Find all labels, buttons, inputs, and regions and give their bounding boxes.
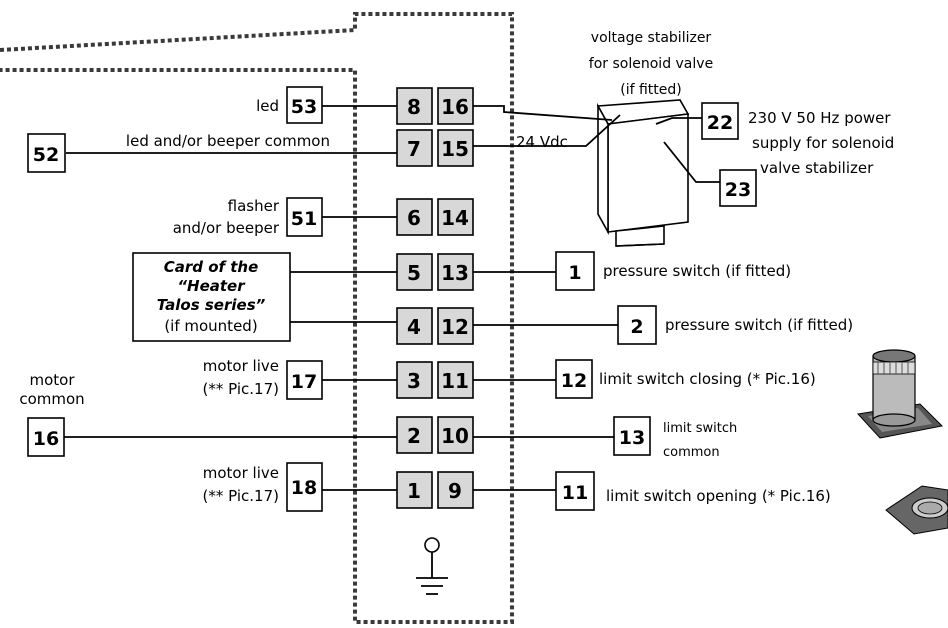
box-23-label: 23: [725, 179, 751, 201]
stabilizer-wires: [473, 105, 720, 183]
terminal-9: [437, 471, 474, 509]
box-53: [286, 86, 323, 124]
box-1-label: 1: [568, 262, 581, 284]
terminal-label-12: 12: [441, 315, 469, 339]
terminal-label-11: 11: [441, 369, 469, 393]
terminal-label-14: 14: [441, 206, 469, 230]
label-motor-common-1: motor: [29, 371, 75, 389]
terminal-11: [437, 361, 474, 399]
box-2: [617, 305, 657, 345]
terminal-2: [396, 416, 433, 454]
box-52-label: 52: [33, 144, 59, 166]
terminal-13: [437, 253, 474, 291]
power-label-1: 230 V 50 Hz power: [748, 109, 891, 127]
box-22: [701, 102, 739, 140]
label-led-common: led and/or beeper common: [126, 132, 330, 150]
box-17-label: 17: [291, 371, 317, 393]
box-13: [613, 416, 651, 456]
label-motor-common-2: common: [19, 390, 84, 408]
box-2-label: 2: [630, 316, 643, 338]
bollard-lowered-icon: [885, 485, 948, 535]
box-12-label: 12: [561, 370, 587, 392]
terminal-12: [437, 307, 474, 345]
label-limit-common-2: common: [663, 445, 720, 460]
terminal-label-2: 2: [407, 424, 421, 448]
terminal-label-13: 13: [441, 261, 469, 285]
bollard-icon: [857, 349, 944, 439]
card-line-2: “Heater: [177, 277, 246, 295]
label-flasher-1: flasher: [228, 197, 280, 215]
label-limit-opening: limit switch opening (* Pic.16): [606, 487, 831, 505]
terminal-7: [396, 129, 433, 167]
box-12: [555, 359, 593, 399]
terminal-1: [396, 471, 433, 509]
terminal-5: [396, 253, 433, 291]
label-pressure2: pressure switch (if fitted): [665, 316, 853, 334]
power-label-3: valve stabilizer: [760, 159, 874, 177]
heater-card-box: [132, 252, 291, 342]
label-flasher-2: and/or beeper: [173, 219, 280, 237]
box-51-label: 51: [291, 208, 317, 230]
label-motor-live-a-1: motor live: [203, 357, 279, 375]
card-line-4: (if mounted): [164, 317, 257, 335]
box-53-label: 53: [291, 96, 317, 118]
label-limit-common-1: limit switch: [663, 421, 737, 436]
label-motor-live-b-2: (** Pic.17): [203, 487, 279, 505]
box-11: [555, 471, 595, 511]
terminal-label-1: 1: [407, 479, 421, 503]
label-led: led: [256, 97, 279, 115]
terminal-label-8: 8: [407, 95, 421, 119]
enclosure-outline: [0, 12, 514, 624]
terminal-label-16: 16: [441, 95, 469, 119]
terminal-15: [437, 129, 474, 167]
label-24vdc: 24 Vdc: [516, 133, 568, 151]
terminal-label-5: 5: [407, 261, 421, 285]
stabilizer-title-3: (if fitted): [620, 82, 682, 98]
box-18: [286, 462, 323, 512]
stabilizer-title-2: for solenoid valve: [589, 56, 713, 72]
label-motor-live-b-1: motor live: [203, 464, 279, 482]
box-16: [27, 417, 65, 457]
terminal-label-15: 15: [441, 137, 469, 161]
left-wires: [64, 105, 397, 491]
right-wires: [473, 271, 618, 491]
card-line-3: Talos series”: [157, 296, 266, 314]
box-16-label: 16: [33, 428, 59, 450]
label-limit-closing: limit switch closing (* Pic.16): [599, 370, 816, 388]
terminal-8: [396, 87, 433, 125]
box-51: [286, 197, 323, 237]
terminal-label-9: 9: [448, 479, 462, 503]
box-17: [286, 360, 323, 400]
box-13-label: 13: [619, 427, 645, 449]
ground-icon: [416, 537, 448, 595]
box-18-label: 18: [291, 477, 317, 499]
right-number-boxes: 1 2 12 13 11: [555, 251, 657, 511]
box-22-label: 22: [707, 112, 733, 134]
heater-card-text: Card of the “Heater Talos series” (if mo…: [157, 258, 266, 335]
label-pressure1: pressure switch (if fitted): [603, 262, 791, 280]
stabilizer-title-1: voltage stabilizer: [591, 30, 712, 46]
terminal-label-6: 6: [407, 206, 421, 230]
stabilizer-device-icon: [596, 99, 690, 247]
terminal-label-4: 4: [407, 315, 421, 339]
left-number-boxes: 53 52 51 17 16 18: [27, 86, 323, 512]
box-52: [27, 133, 66, 173]
box-11-label: 11: [562, 482, 588, 504]
terminal-4: [396, 307, 433, 345]
card-line-1: Card of the: [164, 258, 259, 276]
terminal-label-10: 10: [441, 424, 469, 448]
box-23: [719, 169, 757, 207]
terminal-3: [396, 361, 433, 399]
label-motor-live-a-2: (** Pic.17): [203, 380, 279, 398]
box-1: [555, 251, 595, 291]
terminal-label-3: 3: [407, 369, 421, 393]
terminal-14: [437, 198, 474, 236]
terminal-10: [437, 416, 474, 454]
terminal-label-7: 7: [407, 137, 421, 161]
power-label-2: supply for solenoid: [752, 134, 894, 152]
